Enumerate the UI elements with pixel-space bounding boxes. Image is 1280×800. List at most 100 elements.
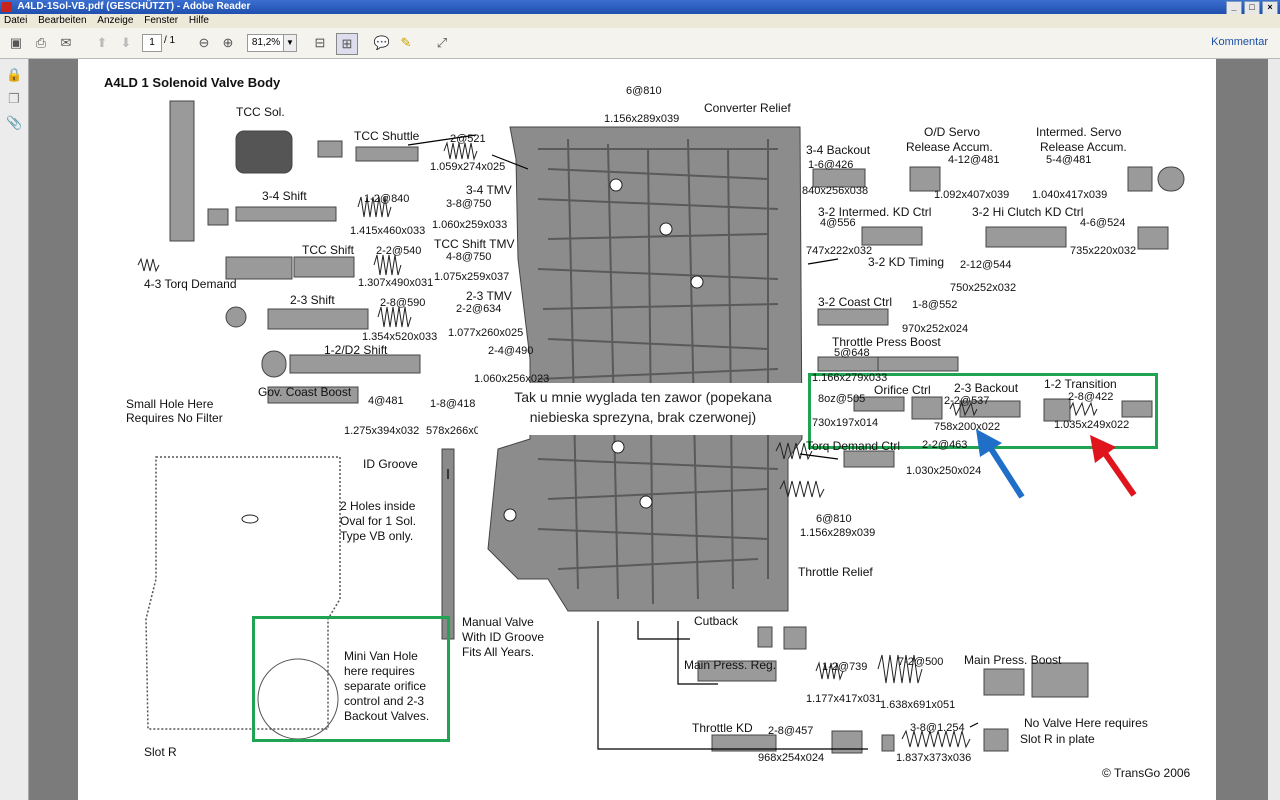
zoom-input[interactable]: 81,2% [247, 34, 285, 52]
label-spring-dim: 735x220x032 [1070, 245, 1137, 257]
label-no-valve: No Valve Here requires [1024, 716, 1148, 730]
next-page-icon[interactable]: ⬇ [120, 35, 132, 50]
label-spring: 3-8@750 [446, 198, 492, 210]
label-od-servo: O/D Servo [924, 125, 981, 139]
label-two-holes: Oval for 1 Sol. [340, 514, 417, 528]
label-od-servo: Release Accum. [906, 140, 993, 154]
red-arrow [1099, 447, 1137, 497]
label-cutback: Cutback [694, 614, 739, 628]
print-icon[interactable]: ⎙ [35, 35, 47, 50]
zoom-out-icon[interactable]: ⊖ [198, 35, 210, 50]
label-23-shift: 2-3 Shift [290, 293, 335, 307]
label-spring-dim: 968x254x024 [758, 752, 825, 764]
label-spring: 2@521 [450, 133, 486, 145]
email-icon[interactable]: ✉ [60, 35, 72, 50]
label-12-d2-shift: 1-2/D2 Shift [324, 343, 388, 357]
previous-page-icon[interactable]: ⬆ [96, 35, 108, 50]
blue-arrow [985, 442, 1025, 499]
label-spring-dim: 840x256x038 [802, 185, 869, 197]
zoom-dropdown-icon[interactable]: ▼ [283, 34, 297, 52]
menu-bearbeiten[interactable]: Bearbeiten [38, 15, 87, 26]
minimize-button[interactable]: _ [1226, 1, 1242, 15]
label-spring: 1-6@426 [808, 159, 854, 171]
highlight-icon[interactable]: ✎ [400, 35, 412, 50]
blue-arrow-head [976, 429, 1002, 457]
overlay-note-line-1: Tak u mnie wyglada ten zawor (popekana [514, 389, 772, 405]
label-spring-dim: 1.077x260x025 [448, 327, 524, 339]
label-spring-dim: 1.354x520x033 [362, 331, 438, 343]
label-spring: 7-2@500 [898, 656, 944, 668]
adobe-reader-icon [2, 2, 12, 12]
label-main-press-reg: Main Press. Reg. [684, 658, 777, 672]
label-hi-clutch-kd-ctrl: 3-2 Hi Clutch KD Ctrl [972, 205, 1084, 219]
menu-datei[interactable]: Datei [4, 15, 28, 26]
springs [137, 141, 1098, 749]
label-spring: 2-8@457 [768, 725, 814, 737]
label-manual-valve: Manual Valve [462, 615, 534, 629]
label-coast-ctrl: 3-2 Coast Ctrl [818, 295, 893, 309]
label-spring: 5-4@481 [1046, 154, 1092, 166]
label-tcc-sol: TCC Sol. [236, 105, 285, 119]
label-spring-dim: 1.075x259x037 [434, 271, 510, 283]
page-number-input[interactable]: 1 [142, 34, 162, 52]
label-no-valve: Slot R in plate [1020, 732, 1095, 746]
label-intermed-kd-ctrl: 3-2 Intermed. KD Ctrl [818, 205, 932, 219]
label-manual-valve: With ID Groove [462, 630, 545, 644]
label-34-shift: 3-4 Shift [262, 189, 307, 203]
label-spring: 2-8@590 [380, 297, 426, 309]
navigation-sidebar: 🔒 ❐ 📎 [0, 59, 29, 800]
red-arrow-head [1090, 435, 1116, 463]
fit-page-icon[interactable]: ⊟ [314, 35, 326, 50]
fit-width-icon[interactable]: ⊞ [336, 33, 358, 55]
document-title: A4LD 1 Solenoid Valve Body [104, 75, 281, 90]
label-spring-dim: 758x200x022 [934, 421, 1001, 433]
label-spring: 2-2@634 [456, 303, 502, 315]
label-spring: 4@556 [820, 217, 856, 229]
label-spring-dim: 1.837x373x036 [896, 752, 972, 764]
save-icon[interactable]: ▣ [9, 35, 23, 50]
label-mini-van: separate orifice [344, 679, 427, 693]
menu-hilfe[interactable]: Hilfe [188, 15, 209, 26]
window-controls: _ □ × [1226, 1, 1278, 15]
title-bar: A4LD-1Sol-VB.pdf (GESCHÜTZT) - Adobe Rea… [0, 0, 1280, 15]
maximize-button[interactable]: □ [1244, 1, 1260, 15]
label-12-transition: 1-2 Transition [1044, 377, 1117, 391]
label-spring: 2-4@490 [488, 345, 534, 357]
label-spring-dim: 1.156x289x039 [604, 113, 680, 125]
label-spring-dim: 1.275x394x032 [344, 425, 420, 437]
vertical-scrollbar[interactable] [1268, 59, 1280, 800]
label-spring-dim: 1.060x256x023 [474, 373, 550, 385]
label-spring: 2-2@537 [944, 395, 990, 407]
comment-note-icon[interactable]: 💬 [373, 35, 391, 50]
pages-icon[interactable]: ❐ [8, 91, 20, 106]
menu-anzeige[interactable]: Anzeige [97, 15, 134, 26]
expand-icon[interactable]: ⤢ [436, 35, 448, 50]
valve-body-diagram [137, 100, 1185, 754]
comment-panel-button[interactable]: Kommentar [1211, 36, 1268, 48]
label-no-filter: Requires No Filter [126, 411, 223, 425]
attachment-icon[interactable]: 📎 [6, 115, 23, 130]
label-intermed-servo: Intermed. Servo [1036, 125, 1122, 139]
label-spring-dim: 1.415x460x033 [350, 225, 426, 237]
label-mini-van: Backout Valves. [344, 709, 430, 723]
label-spring: 4-12@481 [948, 154, 1000, 166]
label-spring: 8oz@505 [818, 393, 866, 405]
lock-icon[interactable]: 🔒 [6, 67, 23, 82]
label-spring-dim: 730x197x014 [812, 417, 879, 429]
label-mini-van: here requires [344, 664, 415, 678]
zoom-in-icon[interactable]: ⊕ [222, 35, 234, 50]
leader-lines [407, 134, 979, 750]
overlay-note-line-2: niebieska sprezyna, brak czerwonej) [529, 409, 757, 425]
close-button[interactable]: × [1262, 1, 1278, 15]
label-spring: 6@810 [816, 513, 852, 525]
label-spring: 3-8@1.254 [910, 722, 965, 734]
label-spring-dim: 750x252x032 [950, 282, 1017, 294]
menu-fenster[interactable]: Fenster [144, 15, 179, 26]
mini-van-highlight-box [252, 616, 450, 742]
label-spring-dim: 1.035x249x022 [1054, 419, 1130, 431]
window-title: A4LD-1Sol-VB.pdf (GESCHÜTZT) - Adobe Rea… [17, 1, 251, 12]
label-intermed-servo: Release Accum. [1040, 140, 1127, 154]
label-spring-dim: 1.638x691x051 [880, 699, 956, 711]
label-kd-timing: 3-2 KD Timing [868, 255, 945, 269]
label-spring: 1-2@840 [364, 193, 410, 205]
